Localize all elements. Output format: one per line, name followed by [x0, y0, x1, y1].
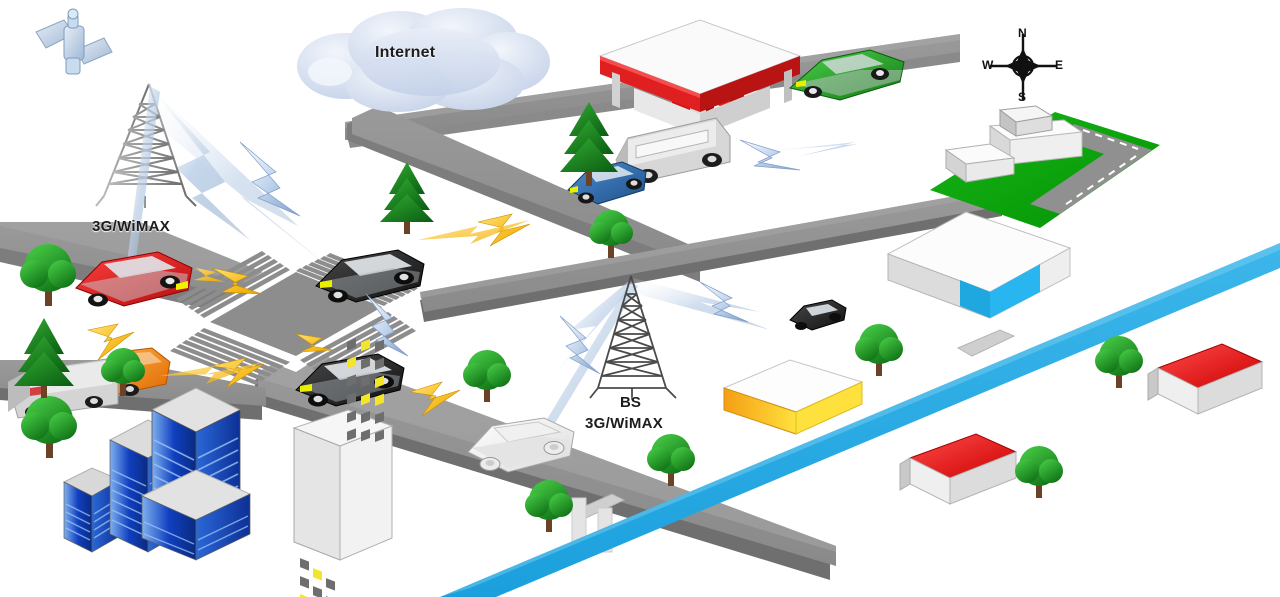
tower-3g-wimax-left: [95, 83, 330, 272]
building-skyscrapers: [62, 387, 252, 561]
building-orange-mall: [722, 359, 864, 435]
tower-left-label: 3G/WiMAX: [92, 218, 171, 235]
river: [440, 243, 1280, 597]
tree-deciduous: [20, 244, 76, 306]
v2v-link-bolt: [86, 323, 135, 361]
building-park-office: [944, 105, 1084, 183]
v2v-link-bolt: [160, 357, 265, 389]
building-apartment-block: [292, 338, 394, 597]
compass-south-label: S: [1018, 90, 1027, 104]
compass-north-label: N: [1018, 26, 1027, 40]
house-red-roof-far: [1147, 343, 1264, 415]
vehicle-car-black-distant: [789, 299, 847, 331]
vehicle-car-black-upper: [315, 249, 425, 303]
apartment-windows-right: [347, 338, 384, 443]
tree-deciduous: [101, 348, 145, 396]
v2v-link-bolt: [409, 381, 461, 417]
tree-deciduous: [1015, 446, 1063, 498]
tree-pine: [560, 102, 618, 186]
v2i-link-bolt: [699, 281, 749, 323]
v2i-link-bolt: [739, 139, 858, 171]
bs-tower-lattice: [589, 275, 677, 400]
tree-deciduous: [525, 480, 573, 532]
v2v-link-bolt: [295, 333, 335, 353]
satellite-icon: [35, 8, 113, 75]
vehicle-car-white: [467, 417, 575, 473]
apartment-windows-left: [300, 558, 335, 597]
bs-label-line2: 3G/WiMAX: [585, 415, 664, 432]
tree-deciduous: [21, 396, 77, 458]
internet-cloud-icon: [297, 8, 550, 112]
tree-deciduous: [589, 210, 633, 258]
tree-deciduous: [1095, 336, 1143, 388]
v2v-link-bolt: [418, 213, 531, 247]
building-cyan-mall: [886, 211, 1072, 319]
road-mid-east: [420, 188, 1002, 322]
v2i-link-bolt: [365, 293, 409, 357]
tree-deciduous: [647, 434, 695, 486]
compass-west-label: W: [982, 58, 994, 72]
tree-deciduous: [463, 350, 511, 402]
v2v-link-bolt: [194, 267, 263, 295]
tree-deciduous: [855, 324, 903, 376]
v2v-links-group: [86, 213, 531, 417]
tree-pine: [14, 318, 74, 398]
internet-cloud-label: Internet: [375, 44, 436, 61]
gas-station: [598, 19, 802, 136]
park-road-markings: [1061, 129, 1139, 208]
v2i-links-group: [239, 139, 858, 375]
trees-group: [14, 102, 1143, 532]
v2i-link-bolt: [239, 141, 301, 217]
vehicle-car-blue: [567, 161, 647, 205]
park-green-area: [930, 112, 1160, 228]
compass-east-label: E: [1055, 58, 1064, 72]
compass-rose: [990, 34, 1056, 100]
vehicle-car-red: [75, 251, 193, 307]
bs-label-line1: BS: [620, 394, 641, 411]
v2i-link-bolt: [559, 315, 601, 375]
house-red-roof-near: [899, 433, 1018, 505]
vehicle-car-green: [788, 49, 905, 101]
tree-pine: [380, 162, 434, 234]
